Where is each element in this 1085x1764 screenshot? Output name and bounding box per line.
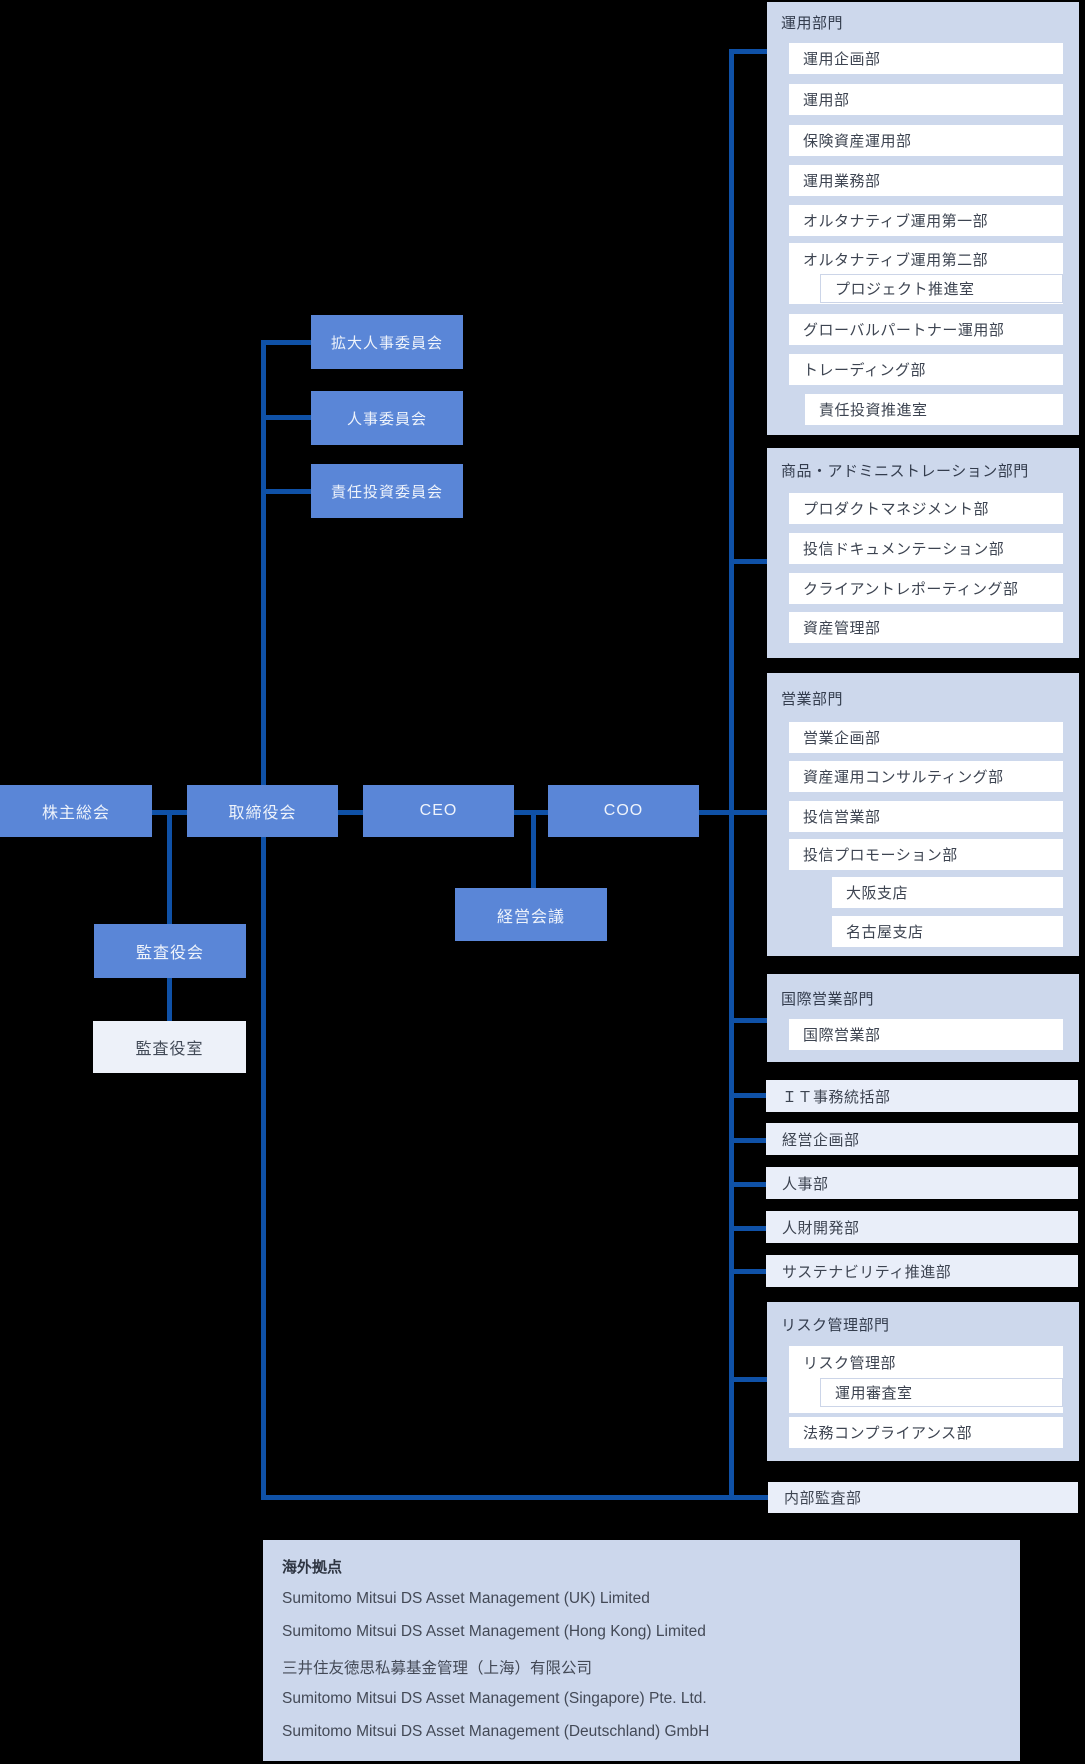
- connector-committee-2: [261, 415, 311, 420]
- connector-right-trunk: [729, 49, 734, 1500]
- branch-box: 名古屋支店: [832, 916, 1063, 947]
- dept-box: 保険資産運用部: [789, 125, 1063, 156]
- board-of-directors-box: 取締役会: [187, 785, 338, 837]
- connector-stub-product: [729, 559, 767, 564]
- connector-board-ceo: [336, 810, 363, 815]
- connector-committee-1: [261, 340, 311, 345]
- dept-box: 運用業務部: [789, 165, 1063, 196]
- dept-row: ＩＴ事務統括部: [766, 1080, 1078, 1112]
- overseas-company: Sumitomo Mitsui DS Asset Management (Deu…: [282, 1723, 710, 1740]
- dept-box: グローバルパートナー運用部: [789, 314, 1063, 345]
- connector-stub-investment: [729, 49, 767, 54]
- panel-product-admin-title: 商品・アドミニストレーション部門: [781, 463, 1029, 480]
- dept-box: 法務コンプライアンス部: [789, 1417, 1063, 1448]
- dept-box-nested: 運用審査室: [820, 1378, 1063, 1407]
- dept-box-indented: 責任投資推進室: [805, 394, 1063, 425]
- branch-box: 大阪支店: [832, 877, 1063, 908]
- connector-stub-intl-sales: [729, 1018, 767, 1023]
- connector-bottom-horizontal: [261, 1495, 768, 1500]
- dept-box: 運用部: [789, 84, 1063, 115]
- committee-hr: 人事委員会: [311, 391, 463, 445]
- committee-expanded-hr: 拡大人事委員会: [311, 315, 463, 369]
- committee-responsible-investment: 責任投資委員会: [311, 464, 463, 518]
- panel-sales-title: 営業部門: [781, 691, 844, 708]
- dept-row: 経営企画部: [766, 1123, 1078, 1155]
- dept-box: クライアントレポーティング部: [789, 573, 1063, 604]
- connector-stub-planning: [729, 1138, 767, 1143]
- connector-audit-vertical: [167, 812, 172, 1021]
- connector-stub-hr: [729, 1182, 767, 1187]
- overseas-panel: [263, 1540, 1020, 1761]
- audit-board-box: 監査役会: [94, 924, 246, 978]
- dept-box: 運用企画部: [789, 43, 1063, 74]
- connector-stub-sustainability: [729, 1269, 767, 1274]
- dept-box: 投信プロモーション部: [789, 839, 1063, 870]
- ceo-box: CEO: [363, 785, 514, 837]
- overseas-company: Sumitomo Mitsui DS Asset Management (UK)…: [282, 1590, 650, 1607]
- connector-stub-it: [729, 1093, 767, 1098]
- management-committee-box: 経営会議: [455, 888, 607, 941]
- dept-box: トレーディング部: [789, 354, 1063, 385]
- dept-row: 人財開発部: [766, 1211, 1078, 1243]
- dept-row: サステナビリティ推進部: [766, 1255, 1078, 1287]
- overseas-company: Sumitomo Mitsui DS Asset Management (Sin…: [282, 1690, 707, 1707]
- connector-stub-risk: [729, 1377, 767, 1382]
- panel-risk-title: リスク管理部門: [781, 1317, 890, 1334]
- audit-board-office-box: 監査役室: [93, 1021, 246, 1073]
- panel-investment-title: 運用部門: [781, 15, 844, 32]
- connector-committee-3: [261, 489, 311, 494]
- dept-box: プロダクトマネジメント部: [789, 493, 1063, 524]
- dept-box: 資産運用コンサルティング部: [789, 761, 1063, 792]
- shareholders-meeting-box: 株主総会: [0, 785, 152, 837]
- dept-box: 資産管理部: [789, 612, 1063, 643]
- connector-stub-hrdev: [729, 1226, 767, 1231]
- dept-box-nested: プロジェクト推進室: [820, 274, 1063, 303]
- connector-left-trunk: [261, 340, 266, 1500]
- dept-box: 投信営業部: [789, 801, 1063, 832]
- internal-audit-row: 内部監査部: [768, 1482, 1078, 1513]
- dept-row: 人事部: [766, 1167, 1078, 1199]
- overseas-company: 三井住友徳思私募基金管理（上海）有限公司: [282, 1660, 593, 1677]
- dept-box: オルタナティブ運用第一部: [789, 205, 1063, 236]
- dept-box: 国際営業部: [789, 1019, 1063, 1050]
- overseas-title: 海外拠点: [282, 1559, 343, 1576]
- overseas-company: Sumitomo Mitsui DS Asset Management (Hon…: [282, 1623, 706, 1640]
- panel-intl-sales-title: 国際営業部門: [781, 991, 875, 1008]
- connector-management-committee: [531, 812, 536, 888]
- coo-box: COO: [548, 785, 699, 837]
- dept-box: 営業企画部: [789, 722, 1063, 753]
- dept-box: 投信ドキュメンテーション部: [789, 533, 1063, 564]
